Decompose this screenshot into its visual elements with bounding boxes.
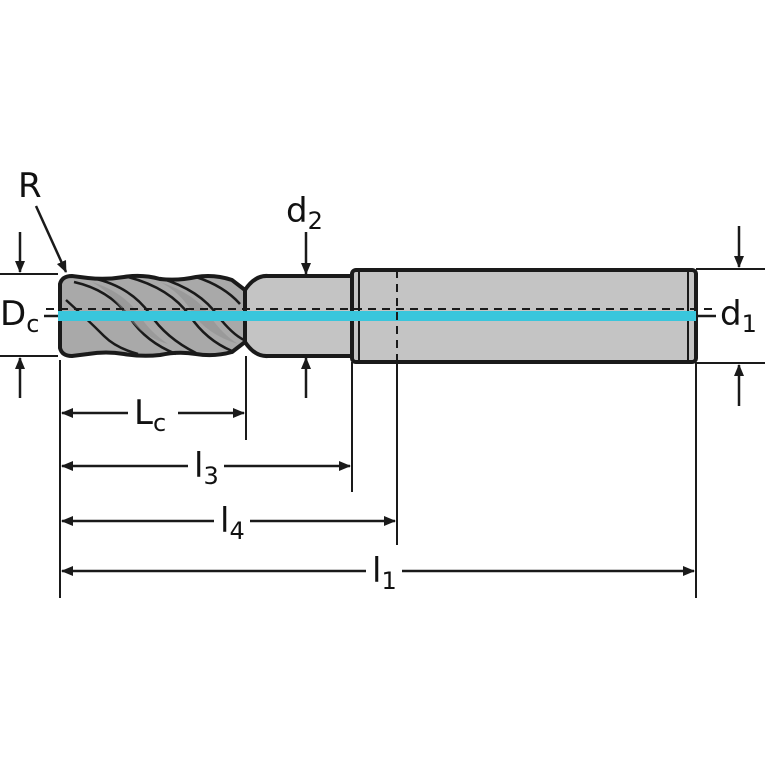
label-d1: d1 (720, 294, 757, 338)
label-l4: l4 (220, 501, 245, 545)
length-dimensions (61, 408, 695, 576)
diameter-arrows (15, 205, 744, 406)
label-l1: l1 (372, 551, 397, 595)
extension-lines (0, 268, 765, 598)
tool-body (46, 268, 712, 364)
r-leader (34, 205, 68, 273)
label-lc: Lc (134, 393, 166, 437)
label-l3: l3 (194, 446, 219, 490)
label-dc: Dc (0, 294, 39, 338)
label-d2: d2 (286, 191, 323, 235)
label-r: R (18, 166, 42, 206)
